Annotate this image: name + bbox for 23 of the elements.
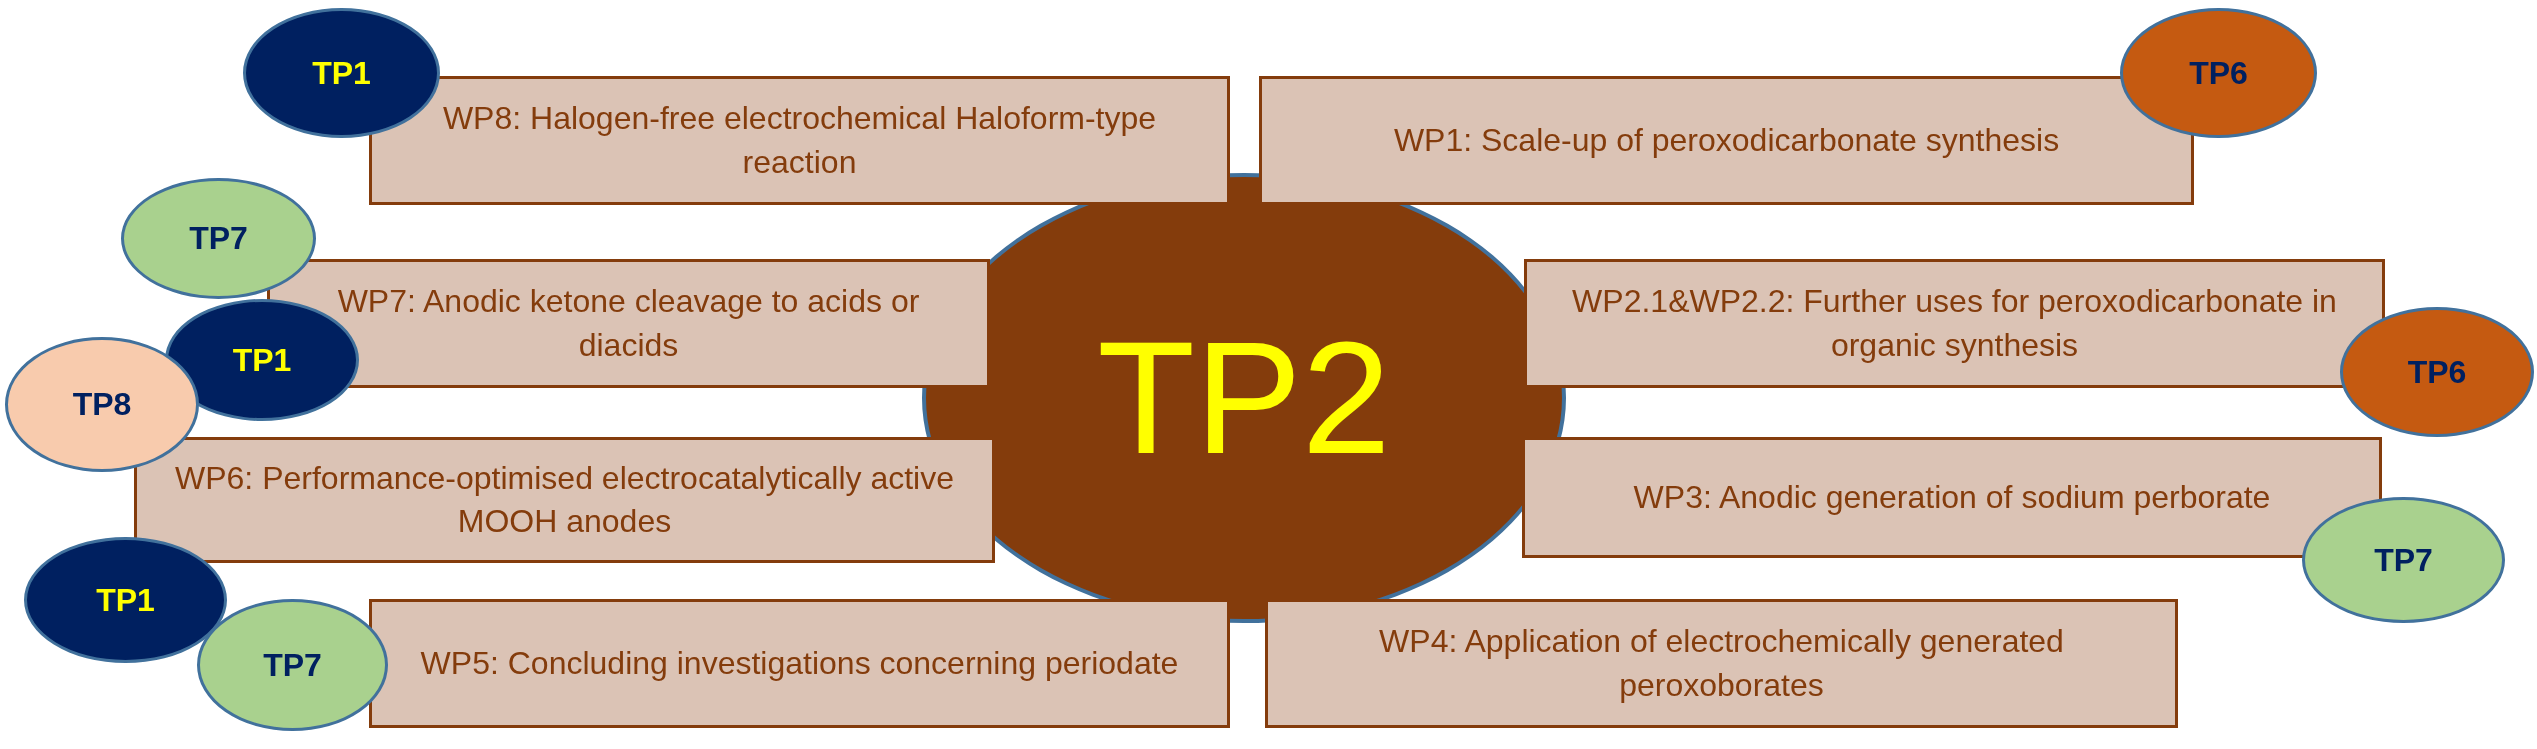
central-label: TP2	[1097, 307, 1391, 489]
work-package-title: WP1: Scale-up of peroxodicarbonate synthesis	[1393, 120, 2060, 160]
partner-label: TP1	[96, 581, 155, 619]
work-package-box	[369, 599, 1230, 728]
work-package-title: WP8: Halogen-free electrochemical Haloform-type reaction	[441, 99, 1158, 182]
partner-label: TP7	[263, 646, 322, 684]
partner-label: TP6	[2189, 54, 2248, 92]
partner-label: TP8	[72, 386, 132, 423]
work-package-title: WP6: Performance-optimised electrocatalytically active MOOH anodes	[174, 458, 955, 541]
work-package-title: WP7: Anodic ketone cleavage to acids or diacids	[336, 282, 921, 365]
work-package-title: WP4: Application of electrochemically generated peroxoborates	[1378, 622, 2065, 705]
work-package-box	[134, 437, 995, 563]
partner-label: TP7	[2374, 541, 2433, 579]
partner-label: TP1	[232, 341, 292, 379]
work-package-box	[1265, 599, 2178, 728]
partner-label: TP6	[2407, 353, 2467, 391]
work-package-box	[1524, 259, 2385, 388]
work-package-title: WP3: Anodic generation of sodium perborate	[1633, 477, 2271, 517]
partner-label: TP1	[312, 54, 371, 92]
work-package-title: WP5: Concluding investigations concerning periodate	[420, 643, 1179, 683]
partner-label: TP7	[189, 220, 248, 257]
work-package-title: WP2.1&WP2.2: Further uses for peroxodicarbonate in organic synthesis	[1571, 282, 2338, 365]
work-package-box	[369, 76, 1230, 205]
